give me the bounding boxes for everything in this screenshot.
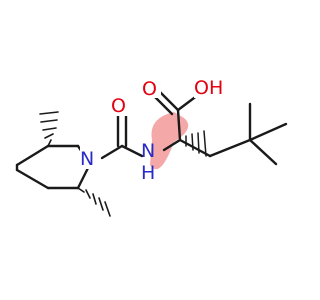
bond-nh-alpha	[162, 138, 182, 152]
methyl-bottom-wedge	[77, 187, 111, 217]
bond-ring-6	[15, 144, 50, 167]
bond-alpha-ch2	[178, 138, 212, 158]
bond-n-carbonyl	[100, 144, 124, 160]
knock-oh	[194, 74, 234, 98]
knock-o-acid	[141, 76, 161, 98]
knock-ring-n	[80, 147, 100, 169]
bond-cq-me-right	[248, 122, 288, 142]
bond-carbonyl-nh	[120, 144, 144, 158]
atom-carbonyl-o-urea: O	[111, 95, 126, 117]
structure-canvas: O OH O N H N	[15, 74, 288, 217]
methyl-top-wedge	[39, 111, 59, 147]
atom-amide-n: N	[141, 140, 155, 162]
molecule-diagram: O OH O N H N	[15, 74, 288, 217]
atom-amide-h: H	[141, 162, 155, 184]
bond-acid-co-1	[158, 90, 180, 112]
atom-carbonyl-o-acid: O	[142, 78, 157, 100]
bond-alpha-carboxyl	[176, 108, 182, 142]
atom-hydroxyl: OH	[194, 77, 223, 99]
bond-ch2-cq	[208, 138, 252, 158]
bond-acid-co-2	[152, 94, 174, 116]
atom-ring-n: N	[80, 148, 94, 170]
bond-ring-4	[15, 168, 50, 190]
knock-o-urea	[111, 94, 131, 116]
bond-cq-me-bottom	[248, 138, 278, 166]
